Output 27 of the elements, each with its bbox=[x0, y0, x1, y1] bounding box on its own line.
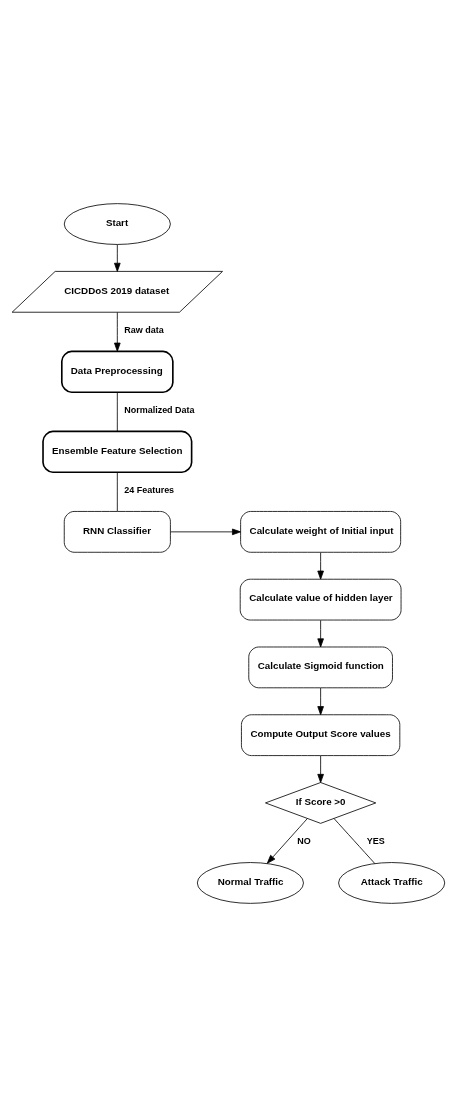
arrow bbox=[316, 552, 324, 580]
edge-label: Normalized Data bbox=[123, 405, 195, 416]
connector bbox=[116, 392, 118, 432]
arrow bbox=[113, 244, 121, 272]
node-diamond: If Score >0 bbox=[264, 782, 376, 824]
arrow bbox=[316, 755, 324, 783]
arrow bbox=[266, 818, 308, 864]
arrow bbox=[113, 312, 121, 352]
connector bbox=[116, 472, 118, 512]
connector bbox=[333, 818, 375, 864]
node-box: Calculate value of hidden layer bbox=[239, 578, 401, 621]
node-box: Calculate weight of Initial input bbox=[239, 511, 401, 553]
node-box: Data Preprocessing bbox=[60, 350, 174, 394]
edge-label: Raw data bbox=[123, 325, 164, 336]
edge-label: 24 Features bbox=[123, 485, 174, 496]
arrow bbox=[169, 528, 241, 536]
node-box: Ensemble Feature Selection bbox=[41, 430, 192, 474]
node-box: RNN Classifier bbox=[63, 511, 171, 553]
arrow bbox=[316, 687, 324, 716]
node-box: Calculate Sigmoid function bbox=[247, 646, 393, 689]
edge-label: YES bbox=[366, 836, 385, 847]
node-box: Compute Output Score values bbox=[240, 714, 400, 756]
node-ellipse: Normal Traffic bbox=[196, 862, 304, 904]
node-ellipse: Attack Traffic bbox=[337, 862, 445, 904]
node-ellipse: Start bbox=[63, 203, 171, 245]
arrow bbox=[316, 619, 324, 648]
edge-label: NO bbox=[296, 836, 311, 847]
